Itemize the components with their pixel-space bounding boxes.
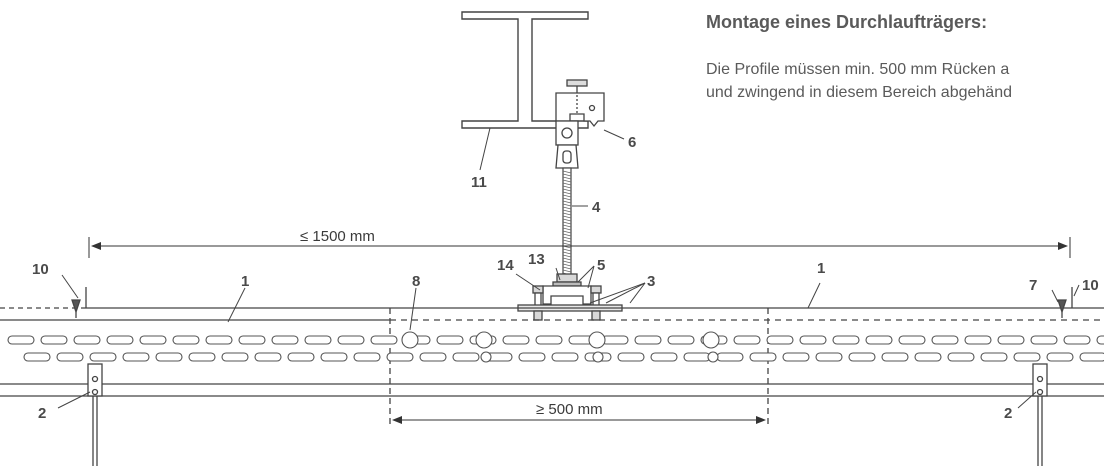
rail-slots — [7, 331, 1104, 363]
label-4: 4 — [592, 199, 601, 216]
label-6: 6 — [628, 134, 636, 151]
label-10-right: 10 — [1082, 277, 1099, 294]
beam-clamp — [555, 79, 605, 128]
end-screw-left — [71, 287, 87, 318]
description: Die Profile müssen min. 500 mm Rücken a … — [706, 58, 1012, 104]
threaded-rod — [562, 167, 572, 287]
eye-lug — [555, 120, 579, 169]
description-line-1: Die Profile müssen min. 500 mm Rücken a — [706, 61, 1010, 78]
label-11: 11 — [471, 174, 487, 191]
label-8: 8 — [412, 273, 420, 290]
label-1-right: 1 — [817, 260, 825, 277]
description-line-2: und zwingend in diesem Bereich abgehänd — [706, 84, 1012, 101]
end-screw-right — [1057, 287, 1073, 318]
label-3: 3 — [647, 273, 655, 290]
hanger-left — [87, 363, 103, 466]
hanger-right — [1032, 363, 1048, 466]
label-14: 14 — [497, 257, 514, 274]
heading: Montage eines Durchlaufträgers: — [706, 12, 988, 32]
leader-lines — [57, 127, 1080, 409]
label-7: 7 — [1029, 277, 1037, 294]
label-10-left: 10 — [32, 261, 49, 278]
label-13: 13 — [528, 251, 545, 268]
i-beam — [461, 11, 589, 129]
dimension-span — [88, 237, 1071, 258]
label-2-right: 2 — [1004, 405, 1012, 422]
dimension-overlap-label: ≥ 500 mm — [536, 401, 603, 418]
dimension-span-label: ≤ 1500 mm — [300, 228, 375, 245]
label-1-left: 1 — [241, 273, 249, 290]
label-2-left: 2 — [38, 405, 46, 422]
profile-rail — [0, 307, 1104, 427]
label-5: 5 — [597, 257, 605, 274]
